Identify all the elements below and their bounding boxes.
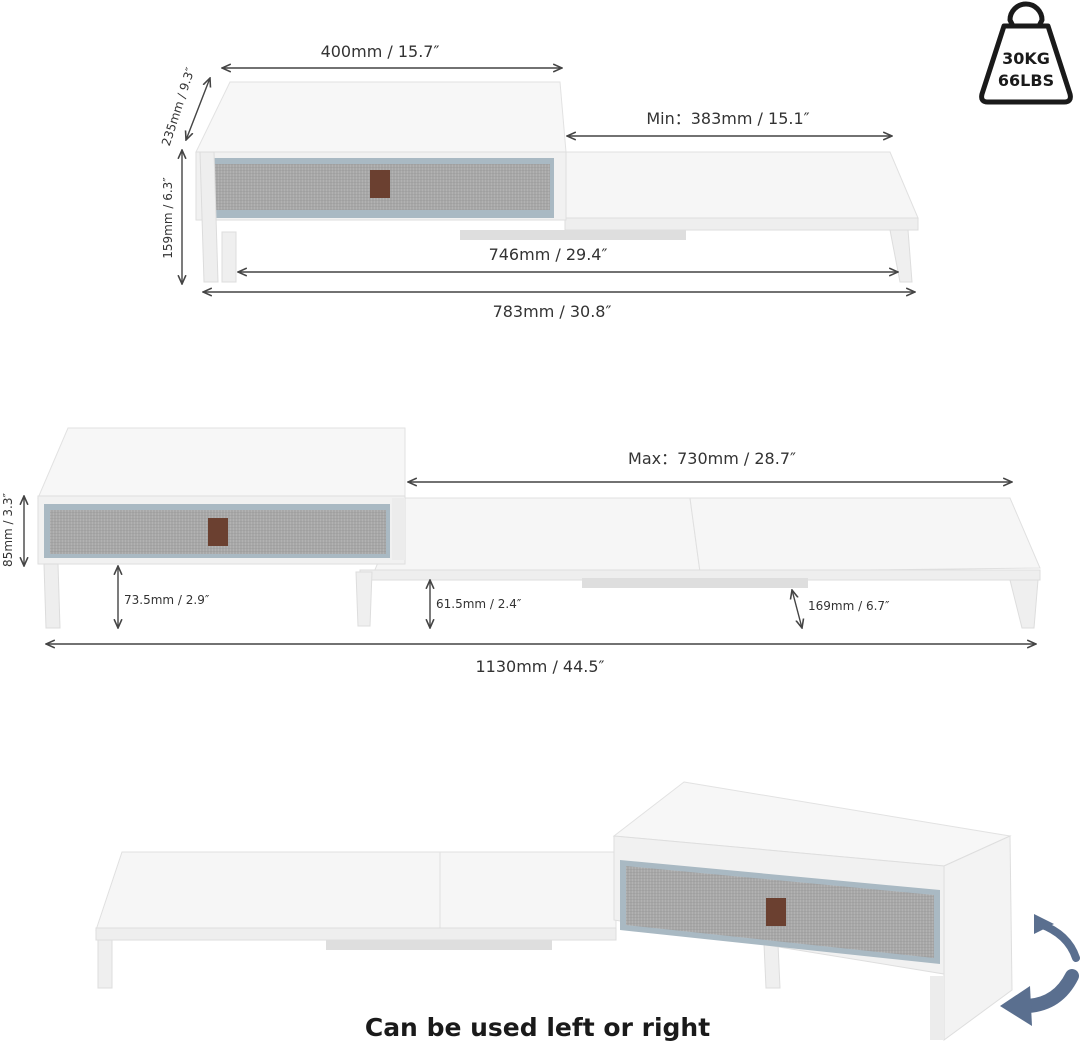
upper-height-label: 85mm / 3.3″ bbox=[1, 493, 15, 567]
upper-shelf bbox=[195, 81, 567, 283]
extension-board bbox=[221, 151, 919, 283]
drawer-handle bbox=[766, 898, 786, 926]
kettlebell-weight-icon bbox=[979, 1, 1073, 105]
weight-badge: 30KG 66LBS bbox=[979, 1, 1073, 105]
min-configuration-view: 400mm / 15.7″ 235mm / 9.3″ 159mm / 6.3″ … bbox=[159, 42, 919, 321]
top-width-label: 400mm / 15.7″ bbox=[321, 42, 440, 61]
depth-side-label: 169mm / 6.7″ bbox=[808, 599, 890, 613]
reversible-caption: Can be used left or right bbox=[364, 1013, 711, 1042]
total-length-label: 1130mm / 44.5″ bbox=[475, 657, 604, 676]
weight-lbs: 66LBS bbox=[998, 71, 1054, 90]
height-label: 159mm / 6.3″ bbox=[161, 177, 175, 259]
upper-shelf bbox=[37, 427, 406, 629]
max-configuration-view: Max：730mm / 28.7″ 85mm / 3.3″ 73.5mm / 2… bbox=[1, 427, 1041, 676]
upper-shelf bbox=[612, 781, 1013, 1041]
drawer-handle bbox=[208, 518, 228, 546]
max-extension-label: Max：730mm / 28.7″ bbox=[628, 449, 796, 468]
clearance-lower-label: 61.5mm / 2.4″ bbox=[436, 597, 522, 611]
min-extension-label: Min：383mm / 15.1″ bbox=[646, 109, 809, 128]
inner-length-label: 746mm / 29.4″ bbox=[489, 245, 608, 264]
clearance-upper-label: 73.5mm / 2.9″ bbox=[124, 593, 210, 607]
extension-boards bbox=[95, 851, 781, 989]
weight-kg: 30KG bbox=[1002, 49, 1050, 68]
depth-label: 235mm / 9.3″ bbox=[159, 65, 198, 147]
drawer-handle bbox=[370, 170, 390, 198]
reversed-configuration-view bbox=[95, 781, 1080, 1041]
rotate-arrow-icon bbox=[1000, 914, 1080, 1026]
total-length-label: 783mm / 30.8″ bbox=[493, 302, 612, 321]
